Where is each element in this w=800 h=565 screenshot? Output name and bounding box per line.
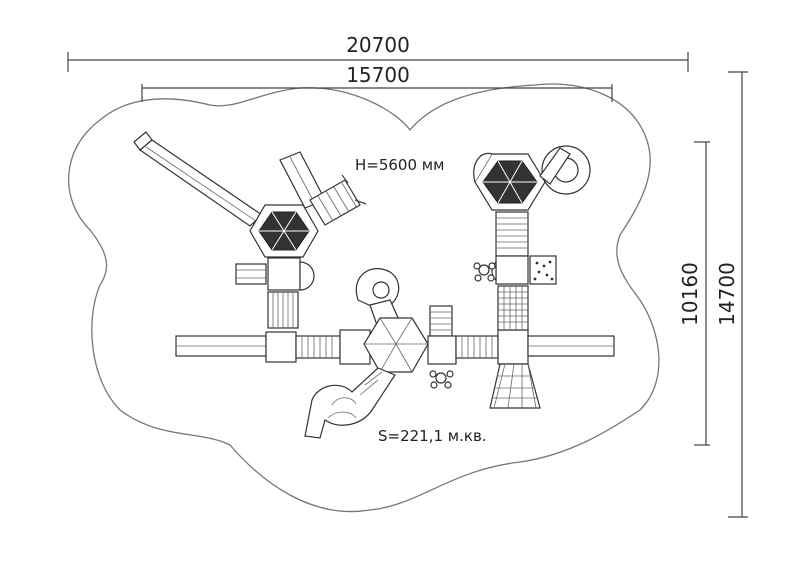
right-hex-roof [474,153,546,211]
center-ladder [427,305,457,365]
center-climbing-holds [429,370,454,389]
center-tube-slide [304,367,396,439]
dimension-total-width: 20700 [67,33,689,72]
right-tower-rope-net [489,363,541,409]
right-horizontal-slide [527,335,615,357]
dimension-inner-depth: 10160 [678,141,710,446]
right-tower-climbing-holds [473,262,496,282]
left-upper-ladder [309,174,367,226]
dimension-label-total-width: 20700 [346,33,410,57]
right-bridge [455,329,529,365]
left-hex-roof [249,204,319,258]
center-hex-roof [363,317,429,373]
left-diagonal-slide [133,131,263,227]
right-tower-dotted-panel [529,255,557,285]
dimension-label-inner-depth: 10160 [678,262,702,326]
left-bridge [295,329,371,365]
dimension-total-depth: 14700 [715,71,748,518]
left-horizontal-slide [175,331,297,363]
dimension-inner-width: 15700 [141,63,613,102]
left-tower-platform [235,257,315,329]
right-tower-lower-grid [497,285,529,331]
right-spiral-slide [539,145,591,195]
dimension-label-inner-width: 15700 [346,63,410,87]
safety-zone-outline [68,83,660,513]
height-annotation: H=5600 мм [355,156,444,174]
right-tower-roof-edge [473,152,493,183]
dimension-label-total-depth: 14700 [715,262,739,326]
right-tower-climbing-wall [491,211,529,285]
center-spiral-slide-top [355,268,401,329]
area-annotation: S=221,1 м.кв. [378,427,487,445]
